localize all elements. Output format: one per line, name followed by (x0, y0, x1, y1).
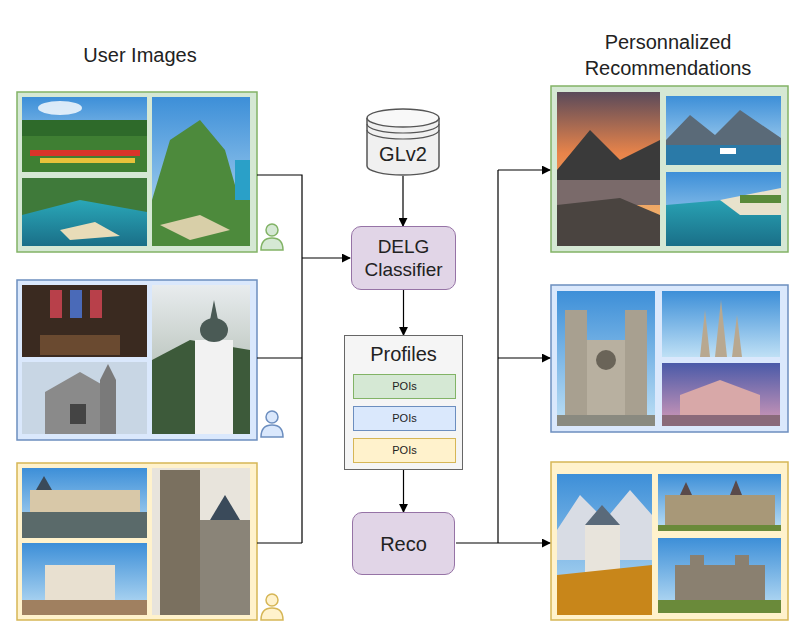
process-box: DELG Classifier (351, 226, 456, 290)
flow-arrow (403, 290, 404, 335)
database-cylinder: GLv2 (366, 108, 440, 176)
container-box: ProfilesPOIsPOIsPOIs (344, 335, 463, 470)
heading-label: Personnalized Recommendations (568, 29, 768, 81)
node-text: DELG Classifier (358, 235, 449, 281)
poi-bar: POIs (353, 374, 456, 399)
flow-arrow (403, 470, 404, 512)
node-text: POIs (392, 412, 416, 425)
node-text: GLv2 (379, 142, 427, 166)
heading-label: User Images (40, 42, 240, 68)
node-text: POIs (392, 444, 416, 457)
flow-arrow (402, 176, 403, 226)
node-text: Reco (380, 532, 427, 556)
node-text: Profiles (345, 342, 462, 366)
poi-bar: POIs (353, 438, 456, 463)
cylinder-outline (366, 108, 440, 176)
node-text: POIs (392, 380, 416, 393)
poi-bar: POIs (353, 406, 456, 431)
process-box: Reco (352, 512, 455, 575)
